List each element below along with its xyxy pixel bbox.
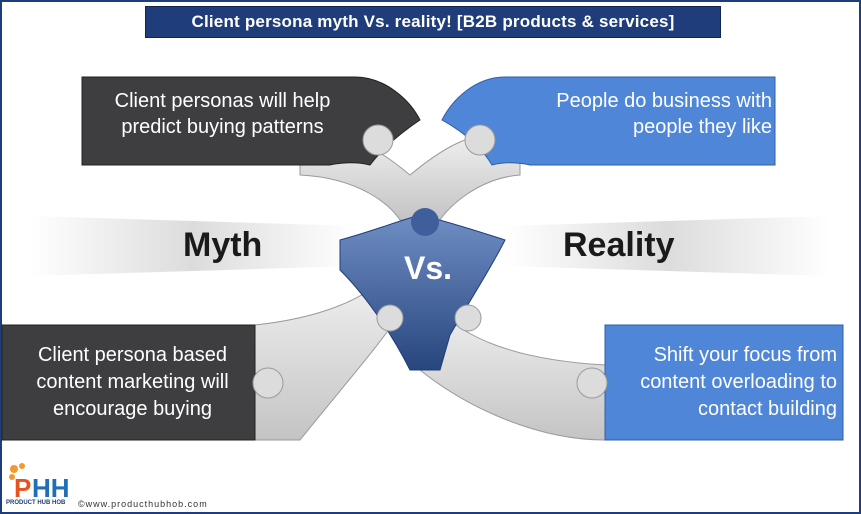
producthubhob-logo-icon: P HH: [9, 463, 70, 503]
title-bar: Client persona myth Vs. reality! [B2B pr…: [145, 6, 721, 38]
reality-item-2: Shift your focus from content overloadin…: [640, 344, 837, 420]
top-left-knob: [362, 124, 394, 156]
reality-item-1: People do business with people they like: [556, 90, 772, 138]
center-knob-left: [376, 304, 404, 332]
center-knob-top: [411, 208, 439, 236]
myth-label: Myth: [183, 226, 263, 264]
copyright-text: ©www.producthubhob.com: [78, 499, 208, 509]
myth-item-2: Client persona based content marketing w…: [36, 344, 229, 420]
myth-item-1: Client personas will help predict buying…: [114, 90, 331, 138]
center-knob-right: [454, 304, 482, 332]
svg-text:HH: HH: [32, 473, 70, 503]
bottom-right-knob: [576, 367, 608, 399]
logo-subtext: PRODUCT HUB HOB: [6, 500, 66, 506]
reality-label: Reality: [563, 226, 675, 264]
myth-bottom-band: [1, 324, 256, 441]
vs-label: Vs.: [404, 250, 453, 286]
reality-bottom-band: [604, 324, 844, 441]
svg-text:P: P: [14, 473, 31, 503]
top-right-knob: [464, 124, 496, 156]
reality-band: [505, 216, 830, 276]
myth-top-band: [81, 76, 421, 166]
page-title: Client persona myth Vs. reality! [B2B pr…: [191, 12, 675, 31]
myth-band: [30, 216, 355, 276]
bottom-left-knob: [252, 367, 284, 399]
